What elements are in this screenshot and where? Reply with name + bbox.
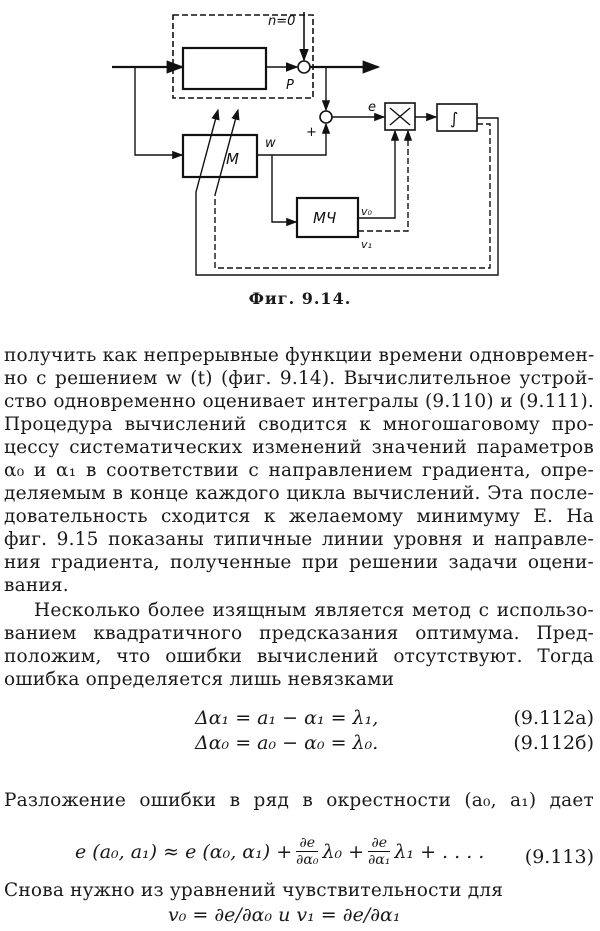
text-line: вания. — [4, 575, 69, 596]
equation-number: (9.112б) — [513, 732, 594, 754]
text-line: деляемым в конце каждого цикла вычислени… — [4, 483, 594, 504]
model-label: M — [226, 150, 239, 168]
w-label: w — [265, 136, 276, 151]
eq-mid: λ₀ + — [322, 840, 365, 863]
text-line: α₀ и α₁ в соответствии с направлением гр… — [4, 460, 594, 481]
fraction: ∂e ∂α₁ — [368, 835, 391, 868]
text-line: ванием квадратичного предсказания оптиму… — [4, 623, 594, 644]
plant-dashed-box — [172, 14, 314, 99]
noise-sum-node — [297, 60, 311, 74]
text-line: ния градиента, полученные при решении за… — [4, 552, 594, 573]
eq-lhs: e (a₀, a₁) ≈ e (α₀, α₁) + — [75, 840, 293, 863]
integrator-label: ∫ — [450, 109, 458, 128]
equation-number: (9.113) — [524, 846, 594, 868]
equation-number: (9.112а) — [513, 707, 594, 729]
plant-label: P — [286, 78, 294, 93]
equation-sensitivity: v₀ = ∂e/∂α₀ и v₁ = ∂e/∂α₁ — [168, 904, 401, 926]
text-line: ошибка определяется лишь невязками — [4, 669, 395, 690]
frac-num: ∂e — [299, 835, 316, 851]
text-line: Разложение ошибки в ряд в окрестности (a… — [4, 790, 594, 811]
text-line: фиг. 9.15 показаны типичные линии уровня… — [4, 529, 594, 550]
error-sum-node — [319, 110, 333, 124]
frac-den: ∂α₀ — [296, 851, 319, 868]
v1-label: v₁ — [361, 238, 372, 251]
equation-9-113: e (a₀, a₁) ≈ e (α₀, α₁) + ∂e ∂α₀ λ₀ + ∂e… — [75, 835, 484, 868]
eq-tail: λ₁ + . . . . — [394, 840, 485, 863]
mch-label: МЧ — [313, 209, 336, 227]
text-line: Снова нужно из уравнений чувствительност… — [4, 880, 504, 901]
frac-den: ∂α₁ — [368, 851, 391, 868]
block-diagram: n=0 P M w + e МЧ v₀ v₁ ∫ — [112, 12, 499, 276]
text-line: Несколько более изящным является метод с… — [34, 600, 594, 621]
text-line: положим, что ошибки вычислений отсутству… — [4, 646, 594, 667]
frac-num: ∂e — [371, 835, 387, 851]
text-line: но с решением w (t) (фиг. 9.14). Вычисли… — [4, 368, 594, 389]
text-line: Процедура вычислений сводится к многошаг… — [4, 414, 594, 435]
figure-caption: Фиг. 9.14. — [248, 289, 352, 308]
plus-label: + — [306, 125, 317, 140]
e-label: e — [368, 100, 376, 115]
noise-label: n=0 — [268, 14, 295, 29]
text-line: довательность сходится к желаемому миним… — [4, 506, 594, 527]
model-block — [181, 133, 259, 179]
equation-9-112b: Δα₀ = a₀ − α₀ = λ₀. — [195, 732, 379, 754]
text-line: получить как непрерывные функции времени… — [4, 345, 595, 366]
text-line: цессу систематических изменений значений… — [4, 437, 594, 458]
text-line: ство одновременно оценивает интегралы (9… — [4, 391, 594, 412]
plant-block — [181, 46, 268, 91]
v0-label: v₀ — [361, 205, 373, 218]
fraction: ∂e ∂α₀ — [296, 835, 319, 868]
equation-9-112a: Δα₁ = a₁ − α₁ = λ₁, — [195, 707, 379, 729]
